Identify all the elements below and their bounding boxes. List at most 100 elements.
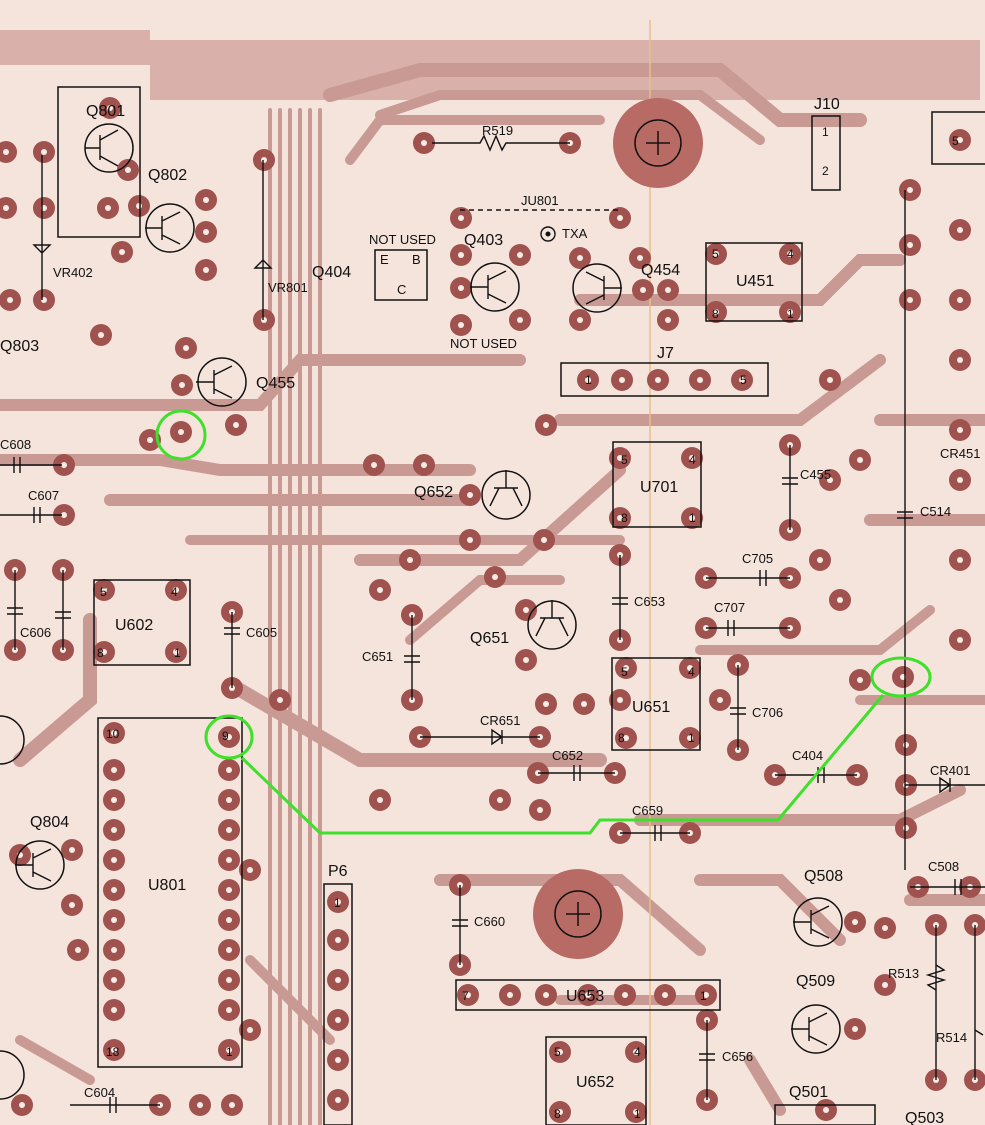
drill-hole	[261, 317, 267, 323]
drill-hole	[75, 947, 81, 953]
drill-hole	[111, 857, 117, 863]
drill-hole	[226, 734, 232, 740]
drill-hole	[458, 252, 464, 258]
pin-label-u451-0: 5	[712, 247, 719, 261]
drill-hole	[713, 251, 719, 257]
drill-hole	[101, 649, 107, 655]
drill-hole	[197, 1102, 203, 1108]
drill-hole	[178, 429, 184, 435]
ref-label-q455: Q455	[256, 375, 295, 392]
drill-hole	[111, 767, 117, 773]
pin-label-u451-3: 1	[787, 307, 794, 321]
ref-label-c660: C660	[474, 914, 505, 929]
drill-hole	[581, 701, 587, 707]
drill-hole	[465, 992, 471, 998]
drill-hole	[226, 917, 232, 923]
drill-hole	[179, 382, 185, 388]
drill-hole	[335, 1057, 341, 1063]
pin-label-j10-1: 2	[822, 164, 829, 178]
pin-label-u653-1: 1	[700, 989, 707, 1003]
drill-hole	[857, 457, 863, 463]
ref-label-u602: U602	[115, 617, 153, 634]
drill-hole	[69, 847, 75, 853]
pin-label-u651-3: 1	[688, 731, 695, 745]
ref-label-cr651: CR651	[480, 713, 520, 728]
ref-label-u651: U651	[632, 699, 670, 716]
drill-hole	[229, 1102, 235, 1108]
drill-hole	[119, 249, 125, 255]
drill-hole	[111, 977, 117, 983]
drill-hole	[739, 377, 745, 383]
ref-label-r513: R513	[888, 966, 919, 981]
drill-hole	[827, 377, 833, 383]
pin-label-j10-0: 1	[822, 125, 829, 139]
pin-label-j7-1: 5	[740, 373, 747, 387]
drill-hole	[787, 251, 793, 257]
drill-hole	[226, 977, 232, 983]
pin-label-u652-0: 5	[554, 1045, 561, 1059]
drill-hole	[617, 697, 623, 703]
drill-hole	[105, 205, 111, 211]
pin-label-u652-1: 4	[634, 1045, 641, 1059]
ref-label-c651: C651	[362, 649, 393, 664]
drill-hole	[543, 992, 549, 998]
highlight-ellipse-u801-pin9	[204, 714, 254, 760]
copper-traces	[0, 20, 985, 1125]
drill-hole	[637, 255, 643, 261]
ref-label-q802: Q802	[148, 167, 187, 184]
drill-hole	[111, 917, 117, 923]
passive-wiring	[0, 134, 985, 1113]
drill-hole	[233, 422, 239, 428]
drill-hole	[713, 309, 719, 315]
drill-hole	[617, 515, 623, 521]
annotation-q404-e: E	[380, 252, 389, 267]
pin-label-u652-2: 8	[554, 1107, 561, 1121]
drill-hole	[497, 797, 503, 803]
drill-hole	[111, 827, 117, 833]
ref-label-r514: R514	[936, 1030, 967, 1045]
drill-hole	[717, 697, 723, 703]
drill-hole	[335, 1017, 341, 1023]
drill-hole	[957, 227, 963, 233]
drill-hole	[623, 735, 629, 741]
ref-label-vr402: VR402	[53, 265, 93, 280]
ref-label-c653: C653	[634, 594, 665, 609]
drill-hole	[421, 462, 427, 468]
ref-label-c608: C608	[0, 437, 31, 452]
drill-hole	[633, 1049, 639, 1055]
drill-hole	[111, 947, 117, 953]
ref-label-j7: J7	[657, 345, 674, 362]
ref-label-p6: P6	[328, 863, 348, 880]
drill-hole	[111, 1047, 117, 1053]
pin-label-u801-2: 18	[106, 1045, 120, 1059]
drill-hole	[458, 215, 464, 221]
ref-label-j10: J10	[814, 96, 840, 113]
pin-label-u801-1: 9	[222, 729, 229, 743]
drill-hole	[543, 422, 549, 428]
drill-hole	[655, 377, 661, 383]
drill-hole	[852, 1026, 858, 1032]
annotation-not-used-2: NOT USED	[450, 336, 517, 351]
drill-hole	[907, 187, 913, 193]
drill-hole	[203, 229, 209, 235]
drill-hole	[703, 992, 709, 998]
ref-label-c605: C605	[246, 625, 277, 640]
ref-label-c705: C705	[742, 551, 773, 566]
drill-hole	[467, 537, 473, 543]
drill-hole	[203, 197, 209, 203]
drill-hole	[226, 827, 232, 833]
drill-hole	[421, 140, 427, 146]
drill-hole	[817, 557, 823, 563]
drill-hole	[957, 297, 963, 303]
drill-hole	[517, 252, 523, 258]
txa-test-point-dot	[545, 231, 551, 237]
drill-hole	[183, 345, 189, 351]
drill-hole	[543, 701, 549, 707]
drill-hole	[407, 557, 413, 563]
pin-label-u701-2: 8	[621, 511, 628, 525]
drill-hole	[957, 357, 963, 363]
ref-label-u652: U652	[576, 1074, 614, 1091]
pin-label-u451-2: 8	[712, 307, 719, 321]
drill-hole	[226, 1047, 232, 1053]
drill-hole	[689, 455, 695, 461]
